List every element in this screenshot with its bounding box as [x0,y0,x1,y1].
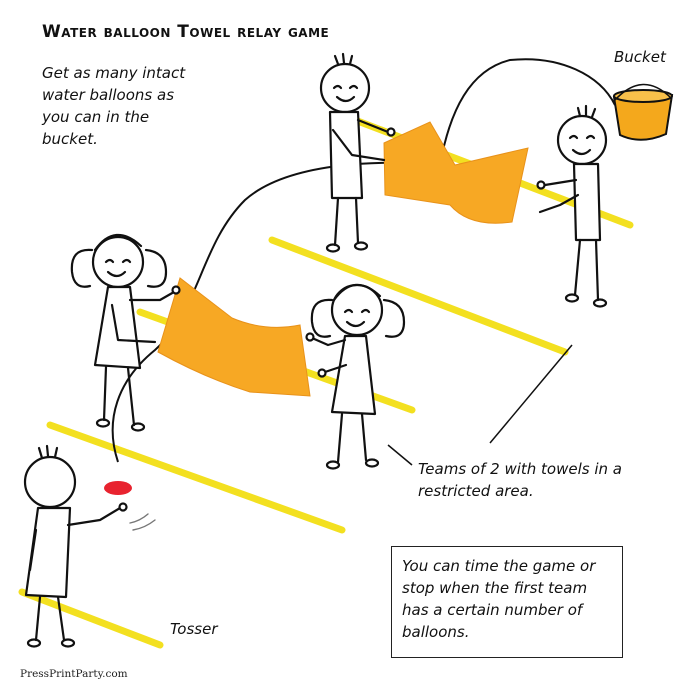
throw-motion-lines [129,513,156,531]
zone-line-tosser [18,588,164,649]
game-instructions: Get as many intact water balloons as you… [42,64,186,148]
player-top-right [536,104,608,308]
site-credit: PressPrintParty.com [20,668,128,680]
zone-line-bottom [46,421,346,534]
diagram-title: Water balloon Towel relay game [42,22,330,42]
player-center-girl [305,283,406,470]
bucket-label: Bucket [614,48,666,66]
timing-note-box: You can time the game or stop when the f… [391,546,623,658]
teams-label: Teams of 2 with towels in a restricted a… [418,460,622,500]
towel-upper [383,121,529,224]
player-left-girl [70,233,181,432]
teams-pointer-line [489,344,573,444]
player-tosser [23,444,128,648]
bucket-icon [612,83,674,141]
player-top-center [319,52,396,253]
balloon-trajectory [111,58,616,463]
tosser-label: Tosser [170,620,218,638]
water-balloon-icon [104,481,132,495]
teams-pointer-tick [387,444,413,466]
towel-lower [157,277,311,397]
zone-line-middle [268,236,569,356]
